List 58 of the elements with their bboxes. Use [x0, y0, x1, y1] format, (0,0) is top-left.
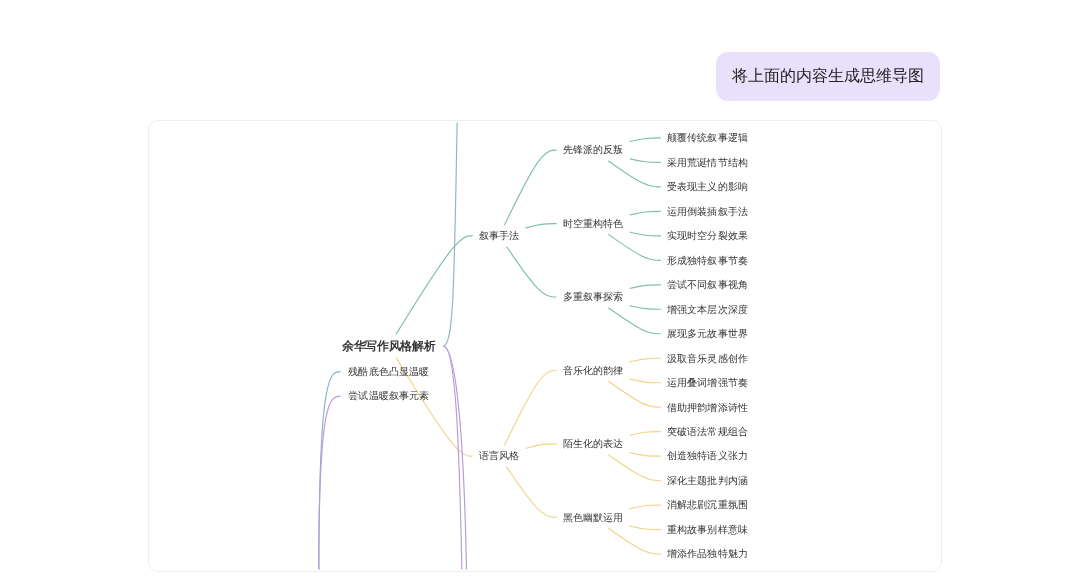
topic-text: 展现多元故事世界 — [667, 327, 748, 340]
topic-text: 音乐化的韵律 — [562, 364, 624, 377]
branch-line — [629, 137, 662, 143]
branch-line — [629, 431, 662, 436]
topic-text: 颠覆传统叙事逻辑 — [667, 131, 748, 144]
topic-text: 借助押韵增添诗性 — [667, 401, 748, 413]
branch-line — [629, 210, 662, 216]
branch-line — [607, 454, 662, 482]
topic-text: 黑色幽默运用 — [562, 511, 624, 523]
topic-text: 深化主题批判内涵 — [667, 474, 748, 487]
topic-text: 消解悲剧沉重氛围 — [667, 499, 748, 511]
branch-line — [607, 380, 662, 408]
topic-text: 多重叙事探索 — [562, 291, 624, 303]
topic-text: 叙事手法 — [478, 229, 520, 242]
branch-line — [607, 527, 662, 555]
topic-text: 汲取音乐灵感创作 — [667, 352, 748, 364]
topic-text: 运用叠词增强节奏 — [667, 376, 748, 389]
topic-text: 残酷底色凸显温暖 — [348, 365, 430, 378]
branch-line — [607, 160, 662, 188]
branch-line — [629, 378, 662, 384]
branch-line — [503, 369, 558, 447]
branch-line — [629, 525, 662, 531]
branch-line — [629, 284, 662, 290]
branch-line — [629, 158, 662, 163]
branch-line — [442, 345, 468, 571]
topic-text: 增添作品独特魅力 — [667, 548, 748, 560]
topic-text: 尝试不同叙事视角 — [667, 278, 748, 291]
branch-line — [629, 357, 662, 363]
topic-text: 尝试温暖叙事元素 — [348, 390, 430, 402]
branch-line — [629, 231, 662, 237]
topic-text: 突破语法常规组合 — [667, 425, 748, 438]
branch-line — [607, 233, 662, 261]
topic-text: 先锋派的反叛 — [562, 144, 624, 156]
branch-line — [395, 357, 474, 457]
topic-text: 创造独特语义张力 — [667, 450, 748, 462]
topic-text: 形成独特叙事节奏 — [667, 254, 748, 266]
topic-text: 陌生化的表达 — [562, 437, 624, 450]
branch-line — [607, 307, 662, 335]
branch-line — [525, 443, 558, 450]
branch-line — [525, 223, 558, 229]
root-topic: 余华写作风格解析 — [342, 338, 436, 353]
topic-text: 受表现主义的影响 — [667, 180, 748, 193]
branch-line — [395, 235, 474, 335]
chat-message-bubble: 将上面的内容生成思维导图 — [716, 52, 940, 101]
branch-line — [629, 451, 662, 457]
branch-line — [442, 121, 458, 347]
topic-text: 增强文本层次深度 — [667, 303, 748, 315]
branch-line — [629, 305, 662, 310]
topic-text: 实现时空分裂效果 — [667, 229, 748, 242]
topic-text: 重构故事别样意味 — [667, 523, 748, 536]
topic-text: 语言风格 — [478, 450, 520, 462]
branch-line — [505, 466, 558, 518]
topic-text: 运用倒装插叙手法 — [667, 205, 748, 217]
branch-line — [503, 149, 558, 226]
branch-line — [505, 245, 558, 298]
topic-text: 时空重构特色 — [562, 217, 624, 230]
topic-text: 采用荒诞情节结构 — [667, 156, 748, 168]
branch-line — [629, 504, 662, 510]
